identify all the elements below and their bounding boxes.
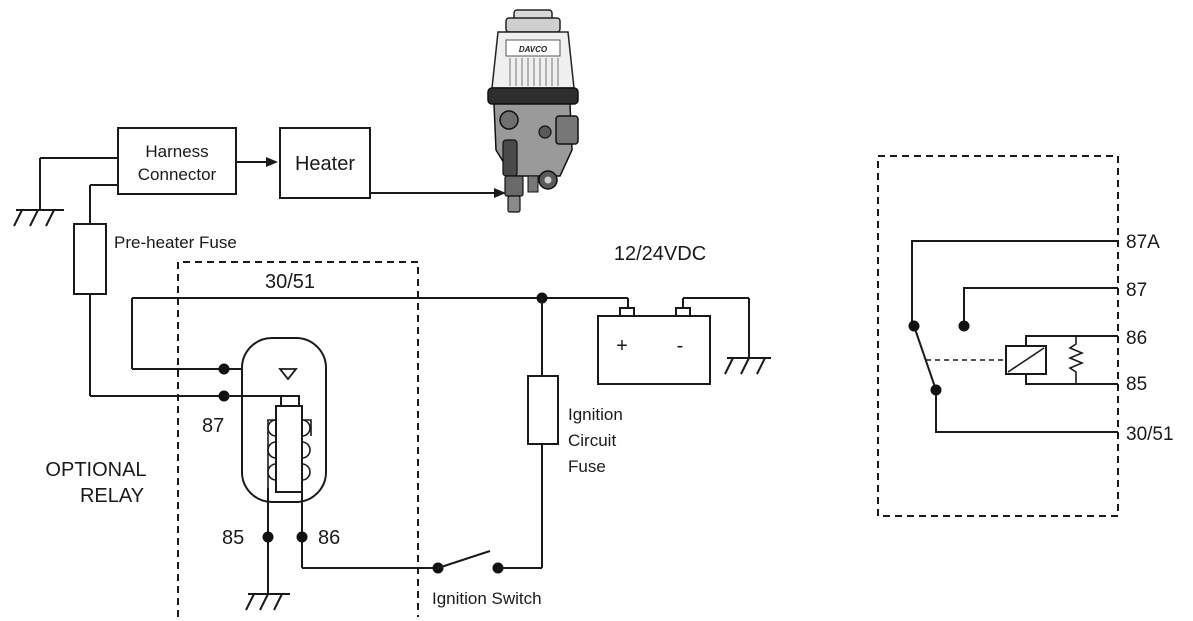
relay-schematic-wiring — [911, 240, 1118, 433]
preheater-fuse-wire — [73, 184, 224, 397]
brand-logo: DAVCO — [519, 45, 548, 54]
relay-86-lead — [301, 490, 438, 569]
ground-symbol-battery — [682, 297, 771, 375]
pin-86-label: 86 — [1126, 328, 1147, 349]
ground-symbol-harness — [13, 157, 118, 227]
term-86-label: 86 — [318, 527, 340, 549]
supply-voltage-label: 12/24VDC — [614, 243, 706, 265]
heater-to-filter-arrow — [370, 188, 506, 198]
relay-coil-loops — [267, 419, 312, 490]
battery-plus-label: + — [616, 335, 628, 357]
main-power-bus — [131, 297, 629, 370]
ignition-circuit-fuse-wire — [527, 298, 559, 568]
term-3051-label: 30/51 — [265, 271, 315, 293]
relay-schematic-coil-slash — [1007, 347, 1045, 373]
fuel-filter-image: DAVCO — [487, 9, 579, 213]
relay-contact-arrow — [278, 368, 298, 381]
relay-85-dot — [262, 531, 274, 543]
harness-connector-label-2: Connector — [138, 165, 217, 184]
pin-3051-label: 30/51 — [1126, 424, 1174, 445]
battery-minus-label: - — [677, 335, 684, 357]
ignition-fuse-label-3: Fuse — [568, 457, 606, 476]
heater-box — [279, 127, 371, 199]
ignition-switch — [432, 550, 542, 574]
relay-schematic-87-dot — [958, 320, 970, 332]
optional-relay-label-1: OPTIONAL — [45, 459, 146, 481]
ignition-fuse-label-1: Ignition — [568, 405, 623, 424]
heater-label: Heater — [295, 153, 355, 175]
ignition-circuit-fuse — [527, 375, 559, 445]
optional-relay-enclosure — [177, 261, 419, 617]
term-87-label: 87 — [202, 415, 224, 437]
relay-85-lead — [245, 488, 290, 611]
optional-relay-label-2: RELAY — [80, 485, 144, 507]
battery — [597, 307, 711, 385]
relay-schematic-3051-dot — [930, 384, 942, 396]
term-85-label: 85 — [222, 527, 244, 549]
relay-schematic-common-dot — [908, 320, 920, 332]
preheater-fuse-label: Pre-heater Fuse — [114, 233, 237, 252]
preheater-fuse — [73, 223, 107, 295]
relay-contact-block — [280, 395, 300, 407]
harness-to-heater-arrow — [236, 157, 278, 167]
relay-coil-core — [275, 405, 303, 493]
pin-85-label: 85 — [1126, 374, 1147, 395]
pin-87a-label: 87A — [1126, 232, 1160, 253]
pin-87-label: 87 — [1126, 280, 1147, 301]
ignition-switch-label: Ignition Switch — [432, 589, 542, 608]
harness-connector-label-1: Harness — [145, 142, 208, 161]
relay-3051-dot — [218, 363, 230, 375]
relay-86-dot — [296, 531, 308, 543]
harness-connector-box — [117, 127, 237, 195]
ignition-fuse-label-2: Circuit — [568, 431, 616, 450]
